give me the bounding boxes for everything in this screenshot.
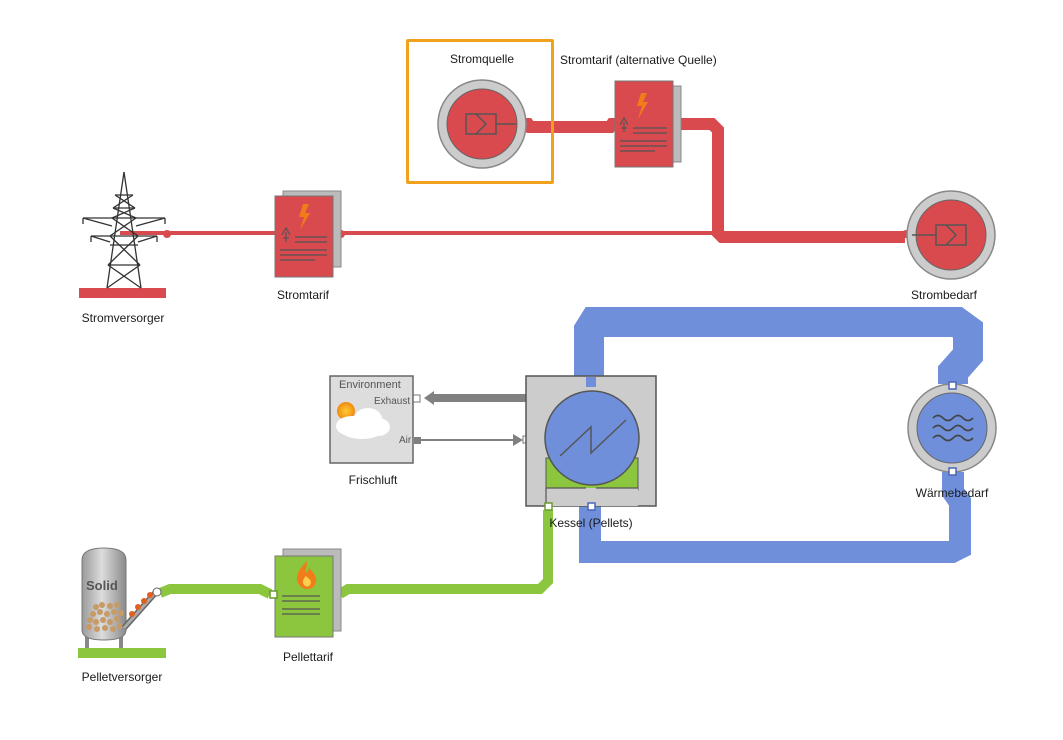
selection-highlight <box>406 39 554 184</box>
tariff-to-demand-line[interactable] <box>337 230 720 238</box>
strombedarf-node[interactable] <box>906 190 996 280</box>
kessel-label: Kessel (Pellets) <box>549 516 633 530</box>
cloud-icon <box>336 408 390 439</box>
stromtarif-node[interactable] <box>274 190 342 278</box>
frischluft-node[interactable] <box>329 375 414 464</box>
frischluft-label: Frischluft <box>348 473 398 487</box>
stromversorger-node[interactable] <box>79 171 166 298</box>
stromversorger-label: Stromversorger <box>81 311 165 325</box>
heat-exchanger-icon <box>544 390 640 486</box>
stromquelle-node[interactable] <box>437 79 527 169</box>
strombedarf-label: Strombedarf <box>910 288 978 302</box>
stromtarif-alt-label: Stromtarif (alternative Quelle) <box>560 53 717 67</box>
environment-title: Environment <box>339 379 401 391</box>
stromquelle-label: Stromquelle <box>449 52 515 66</box>
power-pylon-icon <box>82 171 166 289</box>
lightning-icon <box>299 204 310 230</box>
silo-label: Solid <box>86 578 118 593</box>
air-line[interactable] <box>414 434 531 446</box>
kessel-node[interactable] <box>525 375 657 511</box>
air-port-label: Air <box>399 435 412 446</box>
pellettarif-node[interactable] <box>269 548 342 638</box>
sun-icon <box>337 402 355 420</box>
alt-tariff-to-demand-line[interactable] <box>676 118 910 243</box>
waermebedarf-node[interactable] <box>907 381 997 476</box>
heat-return-pipe[interactable] <box>579 472 971 563</box>
pellettarif-label: Pellettarif <box>282 650 334 664</box>
stromtarif-label: Stromtarif <box>276 288 330 302</box>
exhaust-line[interactable] <box>412 391 529 405</box>
flame-icon <box>296 561 316 589</box>
lightning-icon <box>637 93 648 119</box>
waermebedarf-label: Wärmebedarf <box>915 486 989 500</box>
pelletversorger-node[interactable] <box>78 547 166 658</box>
heat-supply-pipe[interactable] <box>574 307 983 384</box>
grid-supply-line[interactable] <box>120 230 275 238</box>
stromtarif-alt-node[interactable] <box>614 80 682 168</box>
pelletversorger-label: Pelletversorger <box>81 670 163 684</box>
heat-waves-icon <box>932 414 974 442</box>
exhaust-port-label: Exhaust <box>374 396 411 407</box>
silo-icon <box>81 547 159 648</box>
pellet-supply-line[interactable] <box>158 510 553 599</box>
